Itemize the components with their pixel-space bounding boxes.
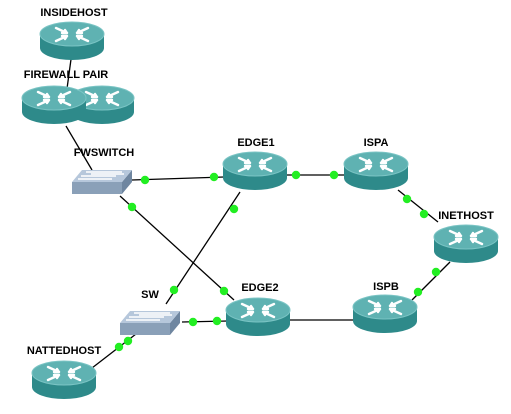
router-icon xyxy=(221,150,289,192)
router-icon xyxy=(30,359,98,401)
link-firewall-pair-fwswitch[interactable] xyxy=(65,125,93,171)
node-firewall-pair[interactable]: FIREWALL PAIR xyxy=(20,69,136,126)
node-label: EDGE2 xyxy=(241,282,278,294)
port-status-up-dot xyxy=(140,175,150,185)
port-status-up-dot xyxy=(431,267,441,277)
node-inethost[interactable]: INETHOST xyxy=(432,210,500,265)
port-status-up-dot xyxy=(291,170,301,180)
port-status-up-dot xyxy=(413,287,423,297)
switch-icon xyxy=(119,310,181,336)
node-label: ISPA xyxy=(364,137,389,149)
router-icon xyxy=(351,293,419,335)
port-status-up-dot xyxy=(402,194,412,204)
node-label: EDGE1 xyxy=(237,137,274,149)
node-label: SW xyxy=(141,289,159,301)
node-label: FIREWALL PAIR xyxy=(24,69,109,81)
node-fwswitch[interactable]: FWSWITCH xyxy=(71,147,135,195)
router-icon xyxy=(432,223,500,265)
port-status-up-dot xyxy=(123,336,133,346)
link-fwswitch-edge2[interactable] xyxy=(119,195,235,301)
node-nattedhost[interactable]: NATTEDHOST xyxy=(27,345,102,401)
port-status-up-dot xyxy=(114,342,124,352)
router-icon xyxy=(342,150,410,192)
node-edge1[interactable]: EDGE1 xyxy=(221,137,289,192)
node-label: FWSWITCH xyxy=(74,147,135,159)
port-status-up-dot xyxy=(212,316,222,326)
port-status-up-dot xyxy=(188,317,198,327)
port-status-up-dot xyxy=(219,286,229,296)
port-status-up-dot xyxy=(419,209,429,219)
link-edge1-sw[interactable] xyxy=(165,191,241,305)
node-ispa[interactable]: ISPA xyxy=(342,137,410,192)
node-ispb[interactable]: ISPB xyxy=(351,281,419,335)
port-status-up-dot xyxy=(229,204,239,214)
link-ispa-inethost[interactable] xyxy=(397,189,439,223)
switch-icon xyxy=(71,169,133,195)
nodes-layer: INSIDEHOST FIREWALL PAIR FWSWITCH EDGE1 ISPA… xyxy=(20,7,500,401)
node-label: INETHOST xyxy=(438,210,494,222)
port-status-up-dot xyxy=(209,172,219,182)
router-icon xyxy=(38,20,106,62)
port-status-up-dot xyxy=(127,202,137,212)
node-edge2[interactable]: EDGE2 xyxy=(224,282,292,338)
router-icon xyxy=(20,84,88,126)
node-sw[interactable]: SW xyxy=(119,289,181,336)
router-icon xyxy=(224,296,292,338)
node-label: NATTEDHOST xyxy=(27,345,102,357)
port-status-up-dot xyxy=(329,170,339,180)
node-label: ISPB xyxy=(373,281,399,293)
node-insidehost[interactable]: INSIDEHOST xyxy=(38,7,108,62)
node-label: INSIDEHOST xyxy=(40,7,108,19)
ports-layer xyxy=(114,170,441,352)
port-status-up-dot xyxy=(169,285,179,295)
